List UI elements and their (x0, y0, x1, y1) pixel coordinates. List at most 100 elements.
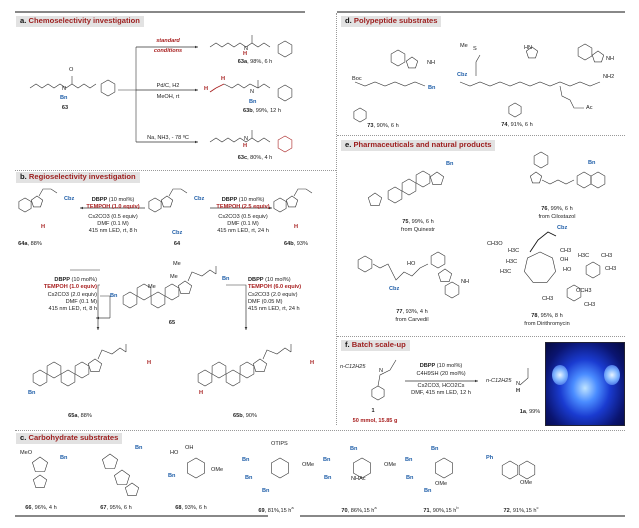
catalyst-loading: (10 mol%) (69, 277, 98, 283)
cbz-group: Cbz (389, 286, 400, 292)
aromatic-a-ring (387, 186, 403, 204)
atom-h-red: H (294, 224, 299, 230)
compound-id: 74 (501, 122, 508, 128)
reaction-arrow-head (195, 88, 198, 92)
hydroxyl: HO (563, 267, 572, 273)
methyl: H3C (578, 253, 590, 259)
bn-group: Bn (222, 276, 230, 282)
branch-line (226, 284, 247, 300)
standard-conditions-line2: conditions (153, 48, 183, 54)
yield: , 93%, 6 h (181, 505, 207, 511)
methoxy: OCH3 (576, 288, 592, 294)
indole-benzene (390, 49, 406, 67)
atom-h: H (516, 388, 521, 394)
methoxy: OMe (211, 467, 224, 473)
hydroxyl: OH (560, 257, 569, 263)
methyl: Me (148, 284, 156, 290)
reaction-arrow-head (195, 140, 198, 144)
product-72-label: 72, 91%,15 hc (504, 506, 539, 514)
yield: , 98%, 6 h (247, 59, 273, 65)
bn-group: Bn (324, 475, 332, 481)
chain-bond (29, 83, 97, 89)
methyl: CH3 (542, 296, 554, 302)
steroid-ring-c (239, 361, 255, 379)
product-64a-label: 64a, 88% (18, 241, 42, 248)
source-76: from Cilostazol (538, 214, 576, 220)
section-f-header: f. Batch scale-up (341, 340, 410, 351)
side-chain (187, 269, 217, 282)
lysine-side-chain (559, 85, 584, 109)
atom-o: O (69, 67, 74, 73)
steroid-ring (415, 170, 431, 188)
indole-benzene (18, 197, 32, 213)
product-75-label: 75, 99%, 6 h (402, 219, 433, 226)
furanose-ring (32, 456, 48, 472)
steroid-ring (401, 178, 417, 196)
catalyst-name: DBPP (54, 277, 70, 283)
product-63a-label: 63a, 98%, 6 h (237, 59, 273, 66)
yield: , 95%, 8 h (537, 313, 563, 319)
compound-id: 71 (423, 507, 430, 514)
compound-id: 1a (519, 409, 526, 415)
catalyst: DBPP (10 mol%) (54, 277, 98, 284)
compound-id: 78 (531, 313, 538, 319)
compound-id: 63a (237, 59, 248, 65)
bn-group: Bn (245, 475, 253, 481)
atom-h-red: H (243, 143, 248, 149)
catalyst-loading: (10 mol%) (107, 197, 135, 203)
product-65b-label: 65b, 90% (233, 413, 257, 420)
yield: , 80%, 4 h (247, 155, 273, 161)
reaction-arrow-head (80, 206, 83, 210)
acetonide-ring (124, 482, 140, 497)
section-a-header: a. Chemoselectivity investigation (16, 16, 144, 27)
footnote-mark: a (291, 505, 294, 510)
dioxolane-ring (102, 453, 118, 469)
bn-group: Bn (110, 293, 118, 299)
standard-conditions-line1: standard (156, 38, 180, 44)
methoxy: OMe (302, 462, 315, 468)
benzene-ring (100, 79, 116, 97)
ethyl-linker (168, 188, 188, 197)
methyl: Me (173, 261, 181, 267)
methyl: H3C (508, 248, 520, 254)
source-78: from Dirithromycin (524, 321, 570, 327)
light-time: 415 nm LED, rt, 8 h (48, 306, 97, 312)
product-63c-label: 63c, 80%, 4 h (238, 155, 273, 162)
section-letter: f. (345, 340, 350, 349)
base: Cs2CO3 (0.5 equiv) (218, 214, 268, 220)
bn-group: Bn (323, 457, 331, 463)
methoxy: OMe (384, 462, 397, 468)
ethyl-linker (38, 188, 58, 197)
thiol: C4H9SH (20 mol%) (416, 371, 466, 377)
yield: , 93%, 4 h (402, 309, 428, 315)
yield: , 90%, 6 h (373, 123, 399, 129)
section-letter: b. (20, 172, 27, 181)
benzyl-ring (371, 385, 385, 401)
compound-id: 77 (396, 309, 403, 315)
steroid-ring-c (150, 291, 166, 309)
peptide-backbone (354, 81, 426, 87)
compound-id: 63b (243, 108, 253, 114)
atom-n: N (516, 381, 521, 387)
bn-group: Bn (405, 457, 413, 463)
cbz-group: Cbz (557, 225, 568, 231)
bn-group: Bn (424, 488, 432, 494)
bn-group: Bn (135, 445, 143, 451)
amide-nh2: NH2 (603, 74, 615, 80)
methoxy: MeO (20, 450, 33, 456)
imidazole-nh: HN (524, 45, 533, 51)
hydroxyl: HO (170, 450, 179, 456)
benzene-ring (277, 40, 293, 58)
reaction-arrow-head (269, 206, 272, 210)
indole-benzene (148, 197, 162, 213)
phenyl-ring (353, 107, 367, 123)
compound-id: 75 (402, 219, 409, 225)
yield: , 99% (525, 409, 541, 415)
catalyst: DBPP (10 mol%) (92, 197, 135, 204)
steroid-ring-c (164, 283, 180, 301)
bn-group: Bn (249, 99, 257, 105)
compound-id: 73 (367, 123, 374, 129)
carbazole-ring (430, 251, 446, 269)
methoxy: CH3O (487, 241, 503, 247)
compound-id: 76 (541, 206, 548, 212)
